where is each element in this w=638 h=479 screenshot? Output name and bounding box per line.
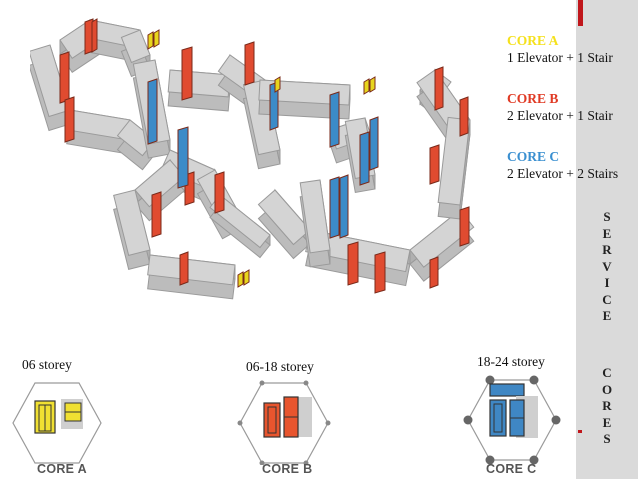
floor-slab bbox=[299, 179, 331, 254]
core-c-caption: CORE C bbox=[486, 462, 537, 476]
core-shaft bbox=[59, 51, 70, 104]
core-shaft bbox=[434, 66, 444, 111]
title-letter: E bbox=[602, 225, 612, 241]
core-shaft bbox=[147, 31, 154, 50]
core-shaft bbox=[329, 176, 340, 239]
accent-mark bbox=[578, 430, 582, 433]
floor-slab bbox=[120, 29, 151, 64]
core-a-plan bbox=[12, 382, 102, 464]
core-shaft bbox=[243, 269, 250, 286]
title-letter: E bbox=[602, 308, 612, 323]
legend-description: 2 Elevator + 2 Stairs bbox=[507, 166, 619, 181]
core-shaft bbox=[91, 18, 98, 53]
floor-slab bbox=[409, 209, 475, 268]
core-shaft bbox=[347, 241, 359, 286]
core-shaft bbox=[274, 76, 281, 93]
legend-core-b: CORE B 2 Elevator + 1 Stair bbox=[507, 90, 613, 124]
title-letter: V bbox=[602, 258, 612, 274]
axonometric-building-plan bbox=[30, 18, 475, 300]
core-shaft bbox=[244, 41, 255, 86]
title-letter: C bbox=[602, 365, 612, 380]
core-c-storey: 18-24 storey bbox=[477, 354, 545, 369]
title-letter: R bbox=[602, 242, 612, 257]
floor-slab bbox=[209, 194, 271, 249]
floor-slab bbox=[437, 116, 471, 206]
core-shaft bbox=[214, 171, 225, 214]
title-letter: S bbox=[603, 431, 611, 446]
title-letter: E bbox=[602, 414, 612, 430]
legend-title: CORE C bbox=[507, 149, 560, 164]
core-b-plan bbox=[237, 380, 331, 465]
legend-title: CORE B bbox=[507, 91, 559, 106]
title-letter: R bbox=[602, 398, 612, 413]
sidebar-panel bbox=[576, 0, 638, 479]
core-b-storey: 06-18 storey bbox=[246, 359, 314, 374]
legend-core-a: CORE A 1 Elevator + 1 Stair bbox=[507, 32, 613, 66]
core-shaft bbox=[179, 251, 189, 286]
core-shaft bbox=[459, 206, 470, 247]
core-shaft bbox=[151, 191, 162, 238]
core-shaft bbox=[177, 126, 189, 189]
core-shaft bbox=[329, 91, 340, 148]
floor-slab bbox=[257, 189, 311, 246]
vertical-title-cores: C O R E S bbox=[576, 365, 638, 448]
core-shaft bbox=[369, 76, 376, 93]
vertical-title-service: S E R V I C E bbox=[576, 209, 638, 325]
title-letter: S bbox=[603, 209, 611, 224]
legend-title: CORE A bbox=[507, 33, 559, 48]
core-a-caption: CORE A bbox=[37, 462, 87, 476]
title-letter: O bbox=[601, 381, 613, 397]
core-shaft bbox=[374, 251, 386, 294]
title-letter: C bbox=[602, 291, 612, 307]
core-shaft bbox=[153, 29, 160, 48]
title-letter: I bbox=[604, 275, 610, 290]
legend-core-c: CORE C 2 Elevator + 2 Stairs bbox=[507, 148, 618, 182]
accent-bar bbox=[578, 0, 583, 26]
core-shaft bbox=[359, 131, 370, 186]
legend-description: 2 Elevator + 1 Stair bbox=[507, 108, 613, 123]
core-shaft bbox=[459, 96, 469, 137]
floor-slab bbox=[113, 189, 151, 256]
core-shaft bbox=[363, 78, 370, 95]
core-b-caption: CORE B bbox=[262, 462, 313, 476]
core-a-storey: 06 storey bbox=[22, 357, 72, 372]
floor-slab bbox=[258, 79, 351, 106]
core-shaft bbox=[369, 116, 379, 171]
core-shaft bbox=[181, 46, 193, 101]
core-shaft bbox=[237, 271, 244, 288]
floor-slab bbox=[147, 254, 236, 286]
core-shaft bbox=[339, 174, 349, 239]
core-shaft bbox=[147, 78, 158, 145]
legend-description: 1 Elevator + 1 Stair bbox=[507, 50, 613, 65]
core-shaft bbox=[429, 144, 440, 185]
core-shaft bbox=[64, 96, 75, 143]
core-c-plan bbox=[463, 375, 561, 465]
core-shaft bbox=[429, 256, 439, 289]
